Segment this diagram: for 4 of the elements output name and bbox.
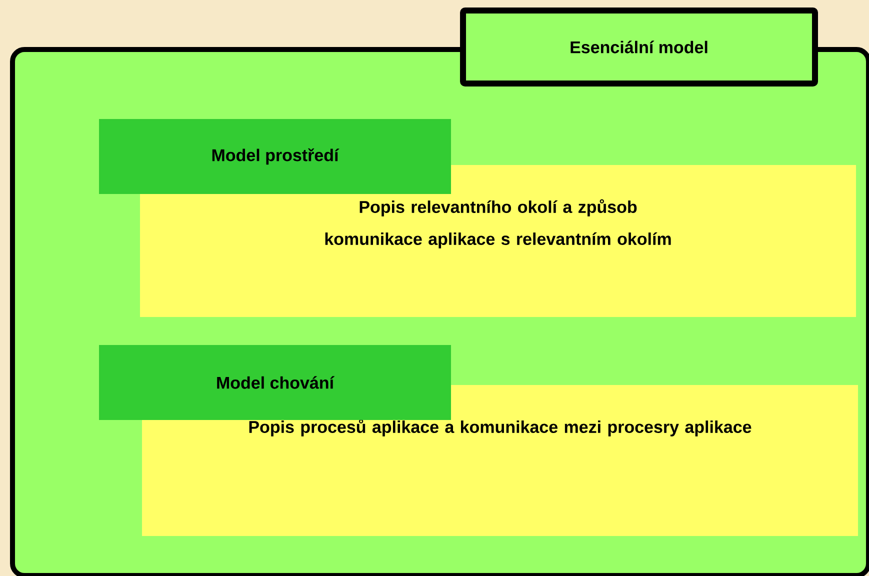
header-box: Model chování [99,345,451,420]
header-box: Model prostředí [99,119,451,194]
title-tab: Esenciální model [460,8,818,86]
description-box: Popis relevantního okolí a způsob komunikace aplikace s relevantním okolím [140,165,856,317]
